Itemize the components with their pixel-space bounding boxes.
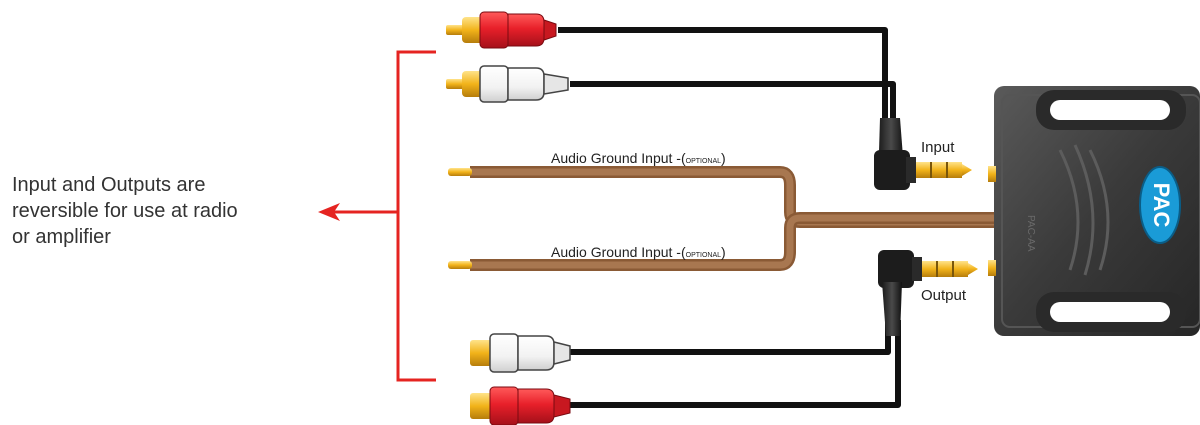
- ground-pin-top: [448, 168, 472, 176]
- cable-top: [558, 27, 896, 120]
- rca-plug-icon: [470, 333, 571, 373]
- ground-wire-icon: [470, 166, 1000, 271]
- output-label: Output: [921, 287, 967, 304]
- brand-logo-text: PAC: [1149, 183, 1174, 228]
- ground-label-bottom: Audio Ground Input -(OPTIONAL): [551, 244, 726, 260]
- jack-plug-icon: [878, 250, 978, 336]
- jack-plug-icon: [874, 118, 972, 190]
- arrow-left-icon: [318, 203, 340, 221]
- input-label: Input: [921, 139, 955, 156]
- ground-label-top: Audio Ground Input -(OPTIONAL): [551, 150, 726, 166]
- reversible-note: Input and Outputs are reversible for use…: [12, 172, 312, 250]
- note-line-1: Input and Outputs are: [12, 174, 206, 196]
- brand-logo: PAC: [1139, 166, 1181, 244]
- rca-plug-icon: [446, 11, 557, 49]
- rca-plug-icon: [470, 386, 571, 425]
- note-line-2: reversible for use at radio: [12, 200, 238, 222]
- svg-text:PAC-AA: PAC-AA: [1025, 215, 1036, 252]
- note-line-3: or amplifier: [12, 226, 111, 248]
- cable-bottom: [570, 320, 901, 408]
- interface-box-icon: PAC-AA: [988, 86, 1200, 336]
- rca-plug-icon: [446, 65, 569, 103]
- ground-pin-bottom: [448, 261, 472, 269]
- bracket: [330, 50, 436, 382]
